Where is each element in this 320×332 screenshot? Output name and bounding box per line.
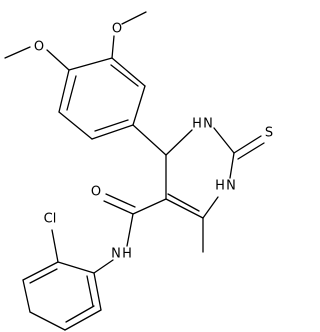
bond-c6-c5 xyxy=(165,198,204,219)
amide-hydrogen-label: H xyxy=(122,247,132,262)
bond-clphenyl-inner-c xyxy=(86,275,94,307)
bond-n1-c6 xyxy=(202,196,219,219)
bond-clphenyl-4 xyxy=(22,279,31,313)
bond-methyl-oxygen-left xyxy=(4,46,31,59)
chlorine-label: Cl xyxy=(44,212,57,227)
carbonyl-oxygen-label: O xyxy=(91,185,101,200)
bond-aryl-6 xyxy=(111,57,146,87)
bond-clphenyl-1 xyxy=(93,272,102,311)
bond-carbon-chlorine xyxy=(51,229,59,263)
bond-aryl-1 xyxy=(68,57,113,71)
bond-carbonyl-oxygen-a xyxy=(103,200,134,215)
bond-thione-b xyxy=(237,142,265,160)
bond-clphenyl-6 xyxy=(57,261,95,274)
bond-c2-n1 xyxy=(229,152,235,179)
bond-clphenyl-2 xyxy=(64,309,102,331)
oxygen-label-left: O xyxy=(34,40,44,55)
amide-nitrogen-label: N xyxy=(111,247,121,262)
molecule-structure: O O H N S H N O N H Cl xyxy=(4,11,273,331)
nitrogen-label-n3: N xyxy=(203,117,213,132)
bond-aryl-3 xyxy=(58,111,93,140)
bond-aryl-inner-b xyxy=(94,119,129,132)
sulfur-label: S xyxy=(265,126,273,141)
bond-oxygen-ring-top xyxy=(111,35,115,59)
bond-clphenyl-5 xyxy=(22,261,59,281)
bond-clphenyl-inner-b xyxy=(29,268,58,284)
bond-c6-c5-inner xyxy=(167,193,200,212)
atom-labels: O O H N S H N O N H Cl xyxy=(34,22,273,262)
bond-carbonyl-oxygen-b xyxy=(105,193,136,208)
bond-carbonyl-nitrogen xyxy=(126,213,134,247)
bond-aryl-2 xyxy=(58,69,70,113)
bond-aryl-5 xyxy=(132,85,146,126)
nitrogen-label-n1: N xyxy=(226,179,236,194)
hydrogen-label-n1: H xyxy=(215,179,225,194)
bond-aryl-c4 xyxy=(132,124,167,156)
bond-aryl-inner-c xyxy=(110,64,139,87)
hydrogen-label-n3: H xyxy=(192,117,202,132)
bond-nitrogen-aryl xyxy=(93,259,114,274)
bond-n3-c2 xyxy=(213,127,235,154)
bond-lines xyxy=(4,11,265,331)
bond-c4-n3 xyxy=(165,129,193,156)
bond-clphenyl-inner-a xyxy=(65,305,95,323)
oxygen-label-top: O xyxy=(112,22,122,37)
bond-c5-carbonyl xyxy=(132,198,167,215)
bond-methyl-oxygen-top xyxy=(121,11,147,25)
bond-aryl-inner-a xyxy=(66,75,77,111)
bond-aryl-4 xyxy=(91,124,134,140)
bond-clphenyl-3 xyxy=(29,311,66,331)
bond-thione-a xyxy=(233,135,262,154)
bond-oxygen-ring-left xyxy=(46,49,70,71)
